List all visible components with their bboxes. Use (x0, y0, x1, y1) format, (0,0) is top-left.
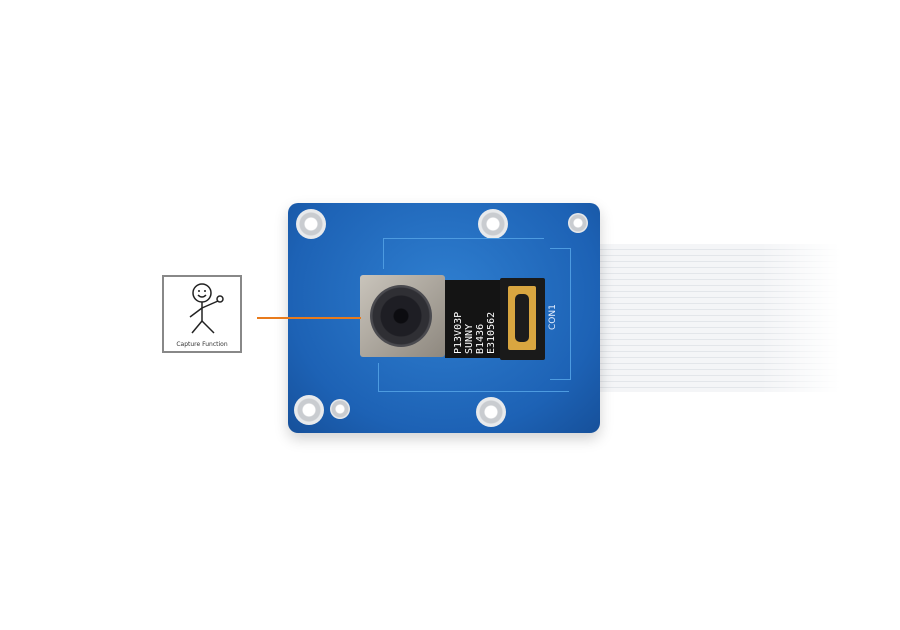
flex-cable: P13V03P SUNNY B1436 E310562 (445, 280, 505, 358)
mounting-hole (476, 397, 506, 427)
pcb-trace (378, 363, 569, 392)
callout-line (257, 317, 361, 319)
flex-label-line: B1436 (475, 323, 486, 354)
mounting-hole (330, 399, 350, 419)
flex-label-line: SUNNY (464, 323, 475, 354)
mounting-hole (294, 395, 324, 425)
mounting-hole (296, 209, 326, 239)
capture-function-thumbnail: Capture Function (162, 275, 242, 353)
pcb-trace (383, 238, 544, 269)
ribbon-cable (590, 244, 840, 392)
pcb-trace (550, 248, 571, 380)
mounting-hole (478, 209, 508, 239)
camera-sensor (360, 275, 445, 357)
thumbnail-caption: Capture Function (176, 341, 228, 348)
connector-label: CON1 (548, 304, 558, 330)
stick-figure-icon (189, 283, 224, 334)
lens (370, 285, 432, 347)
mounting-hole (568, 213, 588, 233)
flex-label-line: P13V03P (453, 311, 464, 354)
flex-label-line: E310562 (486, 311, 497, 354)
board-connector (500, 278, 545, 360)
